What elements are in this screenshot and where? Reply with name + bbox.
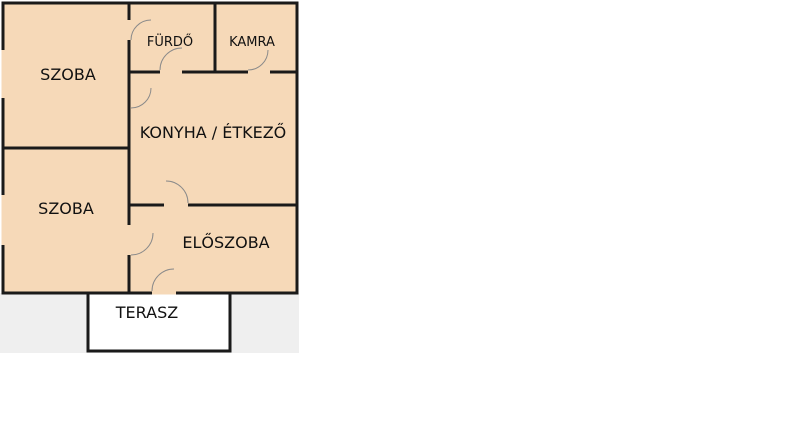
room-fill-furdo xyxy=(129,3,215,72)
room-fill-szoba-1 xyxy=(3,3,129,148)
room-label-terasz: TERASZ xyxy=(115,303,178,322)
room-fill-eloszoba xyxy=(129,205,297,293)
wall-openings xyxy=(1,20,270,295)
terrace-fill xyxy=(87,294,230,351)
room-label-furdo: FÜRDŐ xyxy=(147,33,193,50)
room-label-kamra: KAMRA xyxy=(229,35,275,50)
door-arcs xyxy=(130,19,269,292)
room-label-eloszoba: ELŐSZOBA xyxy=(182,232,269,252)
terrace-outline xyxy=(86,293,232,353)
room-label-konyha-etkezo: KONYHA / ÉTKEZŐ xyxy=(140,122,287,142)
room-fill-kamra xyxy=(215,3,297,72)
room-label-szoba-2: SZOBA xyxy=(38,199,94,218)
room-label-szoba-1: SZOBA xyxy=(40,65,96,84)
room-fill-szoba-2 xyxy=(3,148,129,293)
room-fill-konyha xyxy=(129,72,297,205)
